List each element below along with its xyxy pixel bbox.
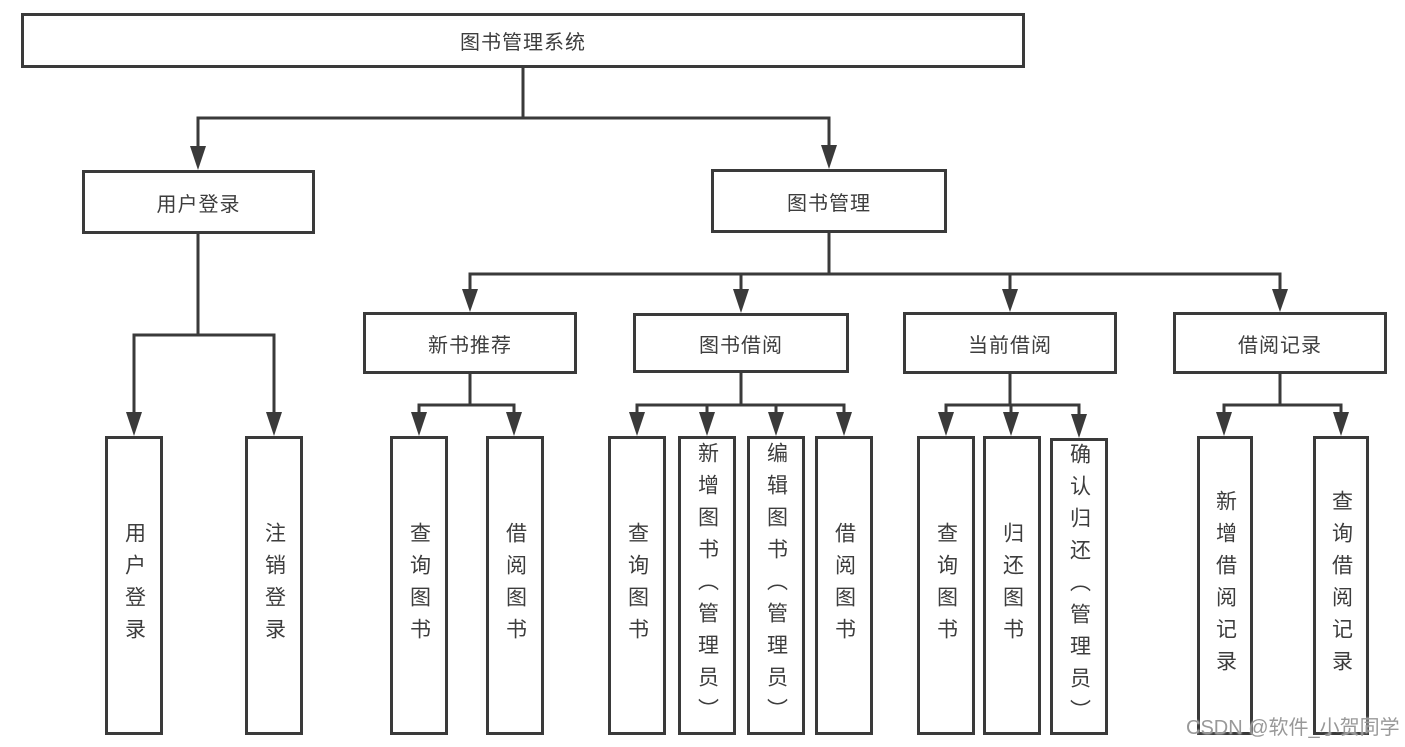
leaf-query-books-borrowing: 查询图书 (608, 436, 666, 735)
node-borrowing-records: 借阅记录 (1173, 312, 1387, 374)
leaf-label: 新增借阅记录 (1213, 489, 1237, 682)
node-label: 图书管理系统 (460, 32, 586, 54)
node-label: 新书推荐 (428, 334, 512, 357)
leaf-label: 借阅图书 (503, 521, 527, 650)
leaf-add-books-admin: 新增图书（管理员） (678, 436, 736, 735)
node-label: 图书管理 (787, 192, 871, 215)
leaf-query-books-recommendation: 查询图书 (390, 436, 448, 735)
node-book-management: 图书管理 (711, 169, 947, 233)
node-label: 图书借阅 (699, 334, 783, 357)
node-current-borrowing: 当前借阅 (903, 312, 1117, 374)
node-label: 当前借阅 (968, 334, 1052, 357)
leaf-label: 借阅图书 (832, 521, 856, 650)
leaf-label: 归还图书 (1000, 521, 1024, 650)
leaf-return-books: 归还图书 (983, 436, 1041, 735)
leaf-label: 用户登录 (122, 521, 146, 650)
node-label: 用户登录 (156, 193, 241, 216)
leaf-add-borrow-record: 新增借阅记录 (1197, 436, 1253, 735)
leaf-logout: 注销登录 (245, 436, 303, 735)
leaf-label: 查询图书 (407, 521, 431, 650)
leaf-query-borrow-record: 查询借阅记录 (1313, 436, 1369, 735)
node-label: 借阅记录 (1238, 334, 1322, 357)
watermark: CSDN @软件_小贺同学 (1186, 717, 1400, 739)
leaf-label: 编辑图书（管理员） (764, 441, 788, 730)
leaf-label: 查询借阅记录 (1329, 489, 1353, 682)
leaf-label: 新增图书（管理员） (695, 441, 719, 730)
leaf-label: 查询图书 (934, 521, 958, 650)
leaf-label: 查询图书 (625, 521, 649, 650)
node-library-management-system: 图书管理系统 (21, 13, 1025, 68)
node-book-borrowing: 图书借阅 (633, 313, 849, 373)
leaf-edit-books-admin: 编辑图书（管理员） (747, 436, 805, 735)
leaf-label: 确认归还（管理员） (1067, 442, 1091, 731)
leaf-label: 注销登录 (262, 521, 286, 650)
leaf-user-login: 用户登录 (105, 436, 163, 735)
leaf-borrow-books-recommendation: 借阅图书 (486, 436, 544, 735)
leaf-confirm-return-admin: 确认归还（管理员） (1050, 438, 1108, 735)
node-user-login: 用户登录 (82, 170, 315, 234)
leaf-borrow-books: 借阅图书 (815, 436, 873, 735)
leaf-query-books-current: 查询图书 (917, 436, 975, 735)
node-new-book-recommendation: 新书推荐 (363, 312, 577, 374)
